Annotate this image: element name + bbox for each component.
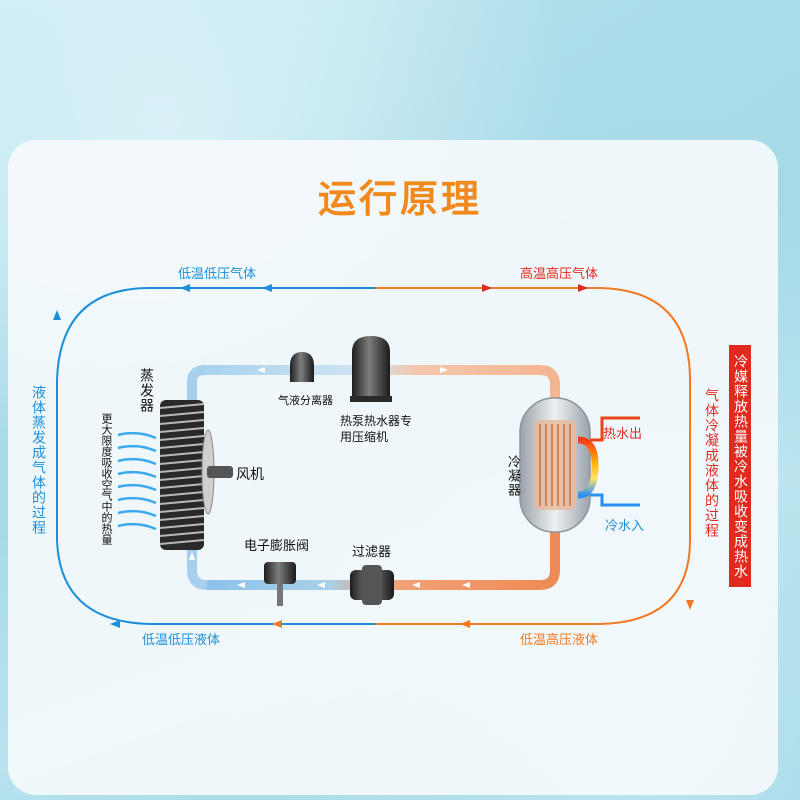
filter-icon xyxy=(350,565,394,605)
label-fan: 风机 xyxy=(236,467,264,483)
label-low-temp-liquid: 低温低压液体 xyxy=(142,633,221,648)
expansion-valve-icon xyxy=(264,562,296,606)
label-condensation-process: 气体冷凝成液体的过程 xyxy=(703,388,719,538)
arrow-bottom-mid xyxy=(272,620,282,628)
outer-cycle-hot xyxy=(375,287,691,625)
inner-pipe-left xyxy=(187,382,208,590)
label-filter: 过滤器 xyxy=(352,545,392,560)
label-condenser: 冷凝器 xyxy=(505,455,520,497)
hot-water-pipe xyxy=(590,416,640,442)
outer-cycle-cold xyxy=(56,287,375,625)
label-compressor: 热泵热水器专用压缩机 xyxy=(340,414,413,444)
fan-icon xyxy=(201,429,233,515)
compressor-icon xyxy=(350,336,392,402)
arrow-right-down xyxy=(686,600,694,610)
label-evaporator-note: 更大限度吸收空气中的热量 xyxy=(100,413,113,545)
label-hot-water-out: 热水出 xyxy=(603,427,643,442)
arrow-top-right2 xyxy=(578,284,588,292)
evaporator-coil xyxy=(159,400,205,550)
page-title: 运行原理 xyxy=(317,177,482,221)
inner-pipe-corner xyxy=(187,365,206,383)
inner-pipe-bottom xyxy=(207,530,560,590)
arrow-left-up xyxy=(53,310,61,320)
condenser-tank xyxy=(519,397,599,533)
arrow-top-right xyxy=(482,284,492,292)
label-high-temp-gas: 高温高压气体 xyxy=(520,267,599,282)
label-cold-water-in: 冷水入 xyxy=(605,519,645,534)
cold-water-pipe xyxy=(590,493,640,507)
inner-pipe-top xyxy=(205,365,560,415)
label-low-temp-high-pressure-liquid: 低温高压液体 xyxy=(520,633,599,648)
refrigerant-heat-release-box: 冷媒释放热量被冷水吸收变成热水 xyxy=(729,345,751,587)
label-evaporator: 蒸发器 xyxy=(138,368,154,413)
label-expansion-valve: 电子膨胀阀 xyxy=(244,539,310,554)
label-evaporation-process: 液体蒸发成气体的过程 xyxy=(30,385,46,535)
diagram-card xyxy=(8,140,778,795)
separator-icon xyxy=(290,352,314,382)
arrow-top-left2 xyxy=(262,284,272,292)
arrow-bottom-right xyxy=(460,620,470,628)
air-flow-arrows xyxy=(117,431,157,531)
label-separator: 气液分离器 xyxy=(278,394,333,407)
arrow-bottom-left xyxy=(110,620,120,628)
arrow-top-left xyxy=(180,284,190,292)
label-low-temp-gas: 低温低压气体 xyxy=(178,267,257,282)
